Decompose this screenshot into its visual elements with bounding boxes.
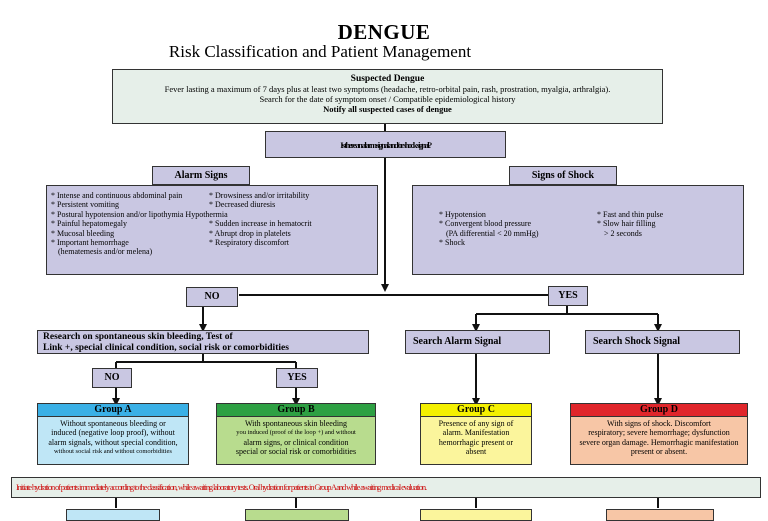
group-d-body: With signs of shock. Discomfort respirat… [571, 417, 747, 458]
group-b-line: you induced (proof of the loop +) and wi… [236, 429, 356, 437]
shock-sign-item: * Fast and thin pulse [597, 210, 664, 219]
alarm-sign-item: (hematemesis and/or melena) [58, 247, 153, 257]
suspected-dengue-heading: Suspected Dengue [350, 74, 425, 84]
question-box: Is there an alarm signal and/or shock si… [265, 131, 506, 158]
shock-signs-left-list: * Hypotension * Convergent blood pressur… [439, 210, 599, 248]
group-a-line: alarm signals, without special condition… [48, 437, 178, 447]
research-line2: Link +, special clinical condition, soci… [43, 343, 289, 353]
alarm-sign-item: * Persistent vomiting [51, 200, 119, 210]
group-b-line: With spontaneous skin bleeding [244, 419, 348, 428]
group-a-next-box [66, 509, 160, 521]
alarm-sign-item: * Mucosal bleeding [51, 228, 115, 238]
group-a-line: induced (negative loop proof), without [51, 428, 175, 438]
question-text: Is there an alarm signal and/or shock si… [340, 139, 432, 150]
shock-signs-right-list: * Fast and thin pulse * Slow hair fillin… [597, 210, 737, 238]
group-d-next-box [606, 509, 714, 521]
search-alarm-signal-box: Search Alarm Signal [405, 330, 550, 354]
group-d-line: severe organ damage. Hemorrhagic manifes… [579, 437, 739, 447]
alarm-sign-item: * Sudden increase in hematocrit [209, 219, 312, 229]
group-b-body: With spontaneous skin bleeding you induc… [217, 417, 375, 458]
alarm-sign-item: * Respiratory discomfort [209, 238, 289, 248]
alarm-sign-item: * Painful hepatomegaly [51, 219, 127, 229]
group-c-box: Group C Presence of any sign of alarm. M… [420, 403, 532, 465]
hydration-banner: Initiate hydration of patients immediate… [11, 477, 761, 498]
alarm-sign-item: * Postural hypotension and/or lipothymia… [51, 209, 228, 219]
group-d-box: Group D With signs of shock. Discomfort … [570, 403, 748, 465]
group-c-body: Presence of any sign of alarm. Manifesta… [421, 417, 531, 458]
alarm-signs-left-list: * Intense and continuous abdominal pain … [51, 191, 228, 257]
suspected-dengue-line3: Notify all suspected cases of dengue [323, 104, 452, 114]
shock-signs-heading: Signs of Shock [509, 166, 617, 185]
group-b-next-box [245, 509, 349, 521]
group-d-line: With signs of shock. Discomfort [607, 419, 711, 428]
group-a-line: without social risk and without comorbid… [54, 447, 172, 455]
alarm-signs-heading: Alarm Signs [152, 166, 250, 185]
alarm-sign-item: * Abrupt drop in platelets [209, 228, 291, 238]
search-shock-signal-box: Search Shock Signal [585, 330, 740, 354]
group-b-box: Group B With spontaneous skin bleeding y… [216, 403, 376, 465]
group-c-next-box [420, 509, 532, 521]
group-d-line: respiratory; severe hemorrhage; dysfunct… [588, 428, 730, 438]
shock-sign-item: * Slow hair filling [597, 219, 656, 229]
no2-label: NO [92, 368, 132, 388]
alarm-sign-item: * Drowsiness and/or irritability [209, 191, 310, 200]
alarm-sign-item: * Intense and continuous abdominal pain [51, 191, 183, 200]
alarm-sign-item: * Decreased diuresis [209, 200, 276, 210]
group-a-box: Group A Without spontaneous bleeding or … [37, 403, 189, 465]
suspected-dengue-line2: Search for the date of symptom onset / C… [259, 94, 516, 104]
group-d-line: present or absent. [630, 446, 688, 456]
group-b-line: special or social risk or comorbidities [235, 446, 357, 456]
group-b-line: alarm signs, or clinical condition [243, 437, 349, 447]
suspected-dengue-box: Suspected Dengue Fever lasting a maximum… [112, 69, 663, 124]
alarm-sign-item: * Important hemorrhage [51, 238, 129, 248]
alarm-signs-right-list: * Drowsiness and/or irritability * Decre… [209, 191, 377, 247]
group-c-line: absent [465, 446, 487, 456]
search-alarm-signal-label: Search Alarm Signal [413, 336, 502, 347]
shock-signs-box: * Hypotension * Convergent blood pressur… [412, 185, 744, 275]
group-a-line: Without spontaneous bleeding or [60, 419, 166, 428]
suspected-dengue-line1: Fever lasting a maximum of 7 days plus a… [164, 84, 611, 94]
shock-sign-item: (PA differential < 20 mmHg) [446, 228, 539, 238]
research-line1: Research on spontaneous skin bleeding, T… [43, 332, 233, 342]
shock-sign-item: * Hypotension [439, 210, 486, 219]
research-box: Research on spontaneous skin bleeding, T… [37, 330, 369, 354]
group-d-heading: Group D [571, 404, 747, 417]
group-c-line: alarm. Manifestation [442, 428, 510, 438]
shock-sign-item: * Shock [439, 238, 465, 248]
yes-label: YES [548, 286, 588, 306]
group-c-line: hemorrhagic present or [438, 437, 514, 447]
group-a-heading: Group A [38, 404, 188, 417]
group-c-line: Presence of any sign of [438, 419, 514, 428]
shock-sign-item: * Convergent blood pressure [439, 219, 532, 229]
alarm-sign-spacer [209, 210, 377, 219]
group-b-heading: Group B [217, 404, 375, 417]
hydration-banner-text: Initiate hydration of patients immediate… [16, 482, 427, 492]
group-a-body: Without spontaneous bleeding or induced … [38, 417, 188, 458]
no-label: NO [186, 287, 238, 307]
yes2-label: YES [276, 368, 318, 388]
group-c-heading: Group C [421, 404, 531, 417]
shock-sign-item: > 2 seconds [604, 228, 642, 238]
page-title: DENGUE [337, 20, 431, 44]
search-shock-signal-label: Search Shock Signal [593, 336, 681, 347]
alarm-signs-box: * Intense and continuous abdominal pain … [46, 185, 378, 275]
page-subtitle: Risk Classification and Patient Manageme… [168, 42, 472, 61]
